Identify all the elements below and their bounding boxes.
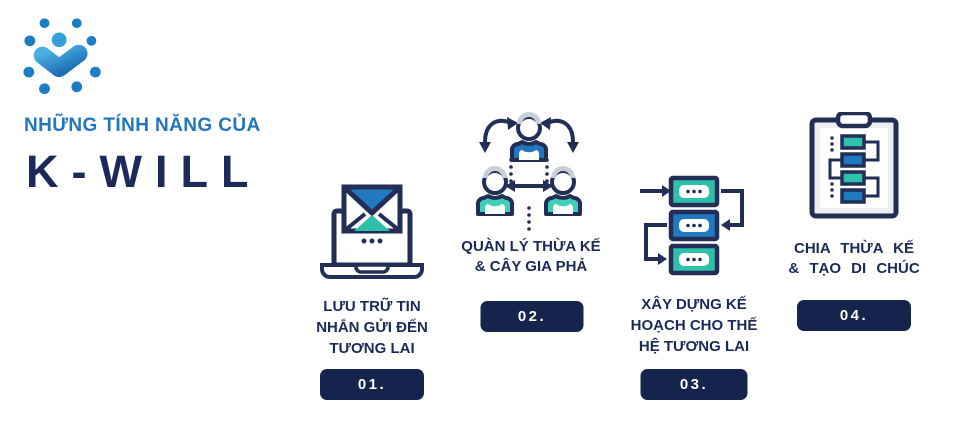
people-network-icon	[467, 108, 591, 239]
feature-title-line: NHẮN GỬI ĐẾN	[316, 319, 428, 336]
feature-title-line: QUÀN LÝ THỪA KẾ	[461, 238, 601, 255]
feature-title: XÂY DỰNG KẾ HOẠCH CHO THẾ HỆ TƯƠNG LAI	[604, 294, 784, 357]
feature-title-line: LƯU TRỮ TIN	[323, 298, 421, 315]
laptop-email-icon	[320, 183, 424, 284]
feature-title: CHIA THỪA KẾ & TẠO DI CHÚC	[764, 239, 944, 279]
brand-title: K-WILL	[26, 146, 262, 197]
flowchart-boxes-icon	[636, 162, 752, 293]
feature-title: LƯU TRỮ TIN NHẮN GỬI ĐẾN TƯƠNG LAI	[282, 296, 462, 359]
feature-title-line: HOẠCH CHO THẾ	[630, 317, 758, 334]
feature-title-line: & CÂY GIA PHẢ	[474, 258, 588, 275]
feature-number-badge: 01.	[320, 369, 424, 400]
kwill-logo	[22, 8, 110, 102]
brand-tagline: NHỮNG TÍNH NĂNG CỦA	[24, 115, 261, 136]
feature-number-badge: 02.	[480, 301, 584, 332]
feature-title-line: HỆ TƯƠNG LAI	[638, 338, 750, 355]
feature-number-badge: 03.	[640, 369, 748, 400]
feature-title-line: CHIA THỪA KẾ	[794, 240, 914, 257]
feature-title-line: XÂY DỰNG KẾ	[641, 296, 747, 313]
molecule-logo-icon	[23, 18, 101, 95]
feature-title: QUÀN LÝ THỪA KẾ & CÂY GIA PHẢ	[441, 237, 621, 277]
feature-title-line: TƯƠNG LAI	[329, 340, 415, 357]
clipboard-hierarchy-icon	[808, 110, 900, 225]
feature-number-badge: 04.	[797, 300, 911, 331]
feature-title-line: & TẠO DI CHÚC	[788, 260, 920, 277]
